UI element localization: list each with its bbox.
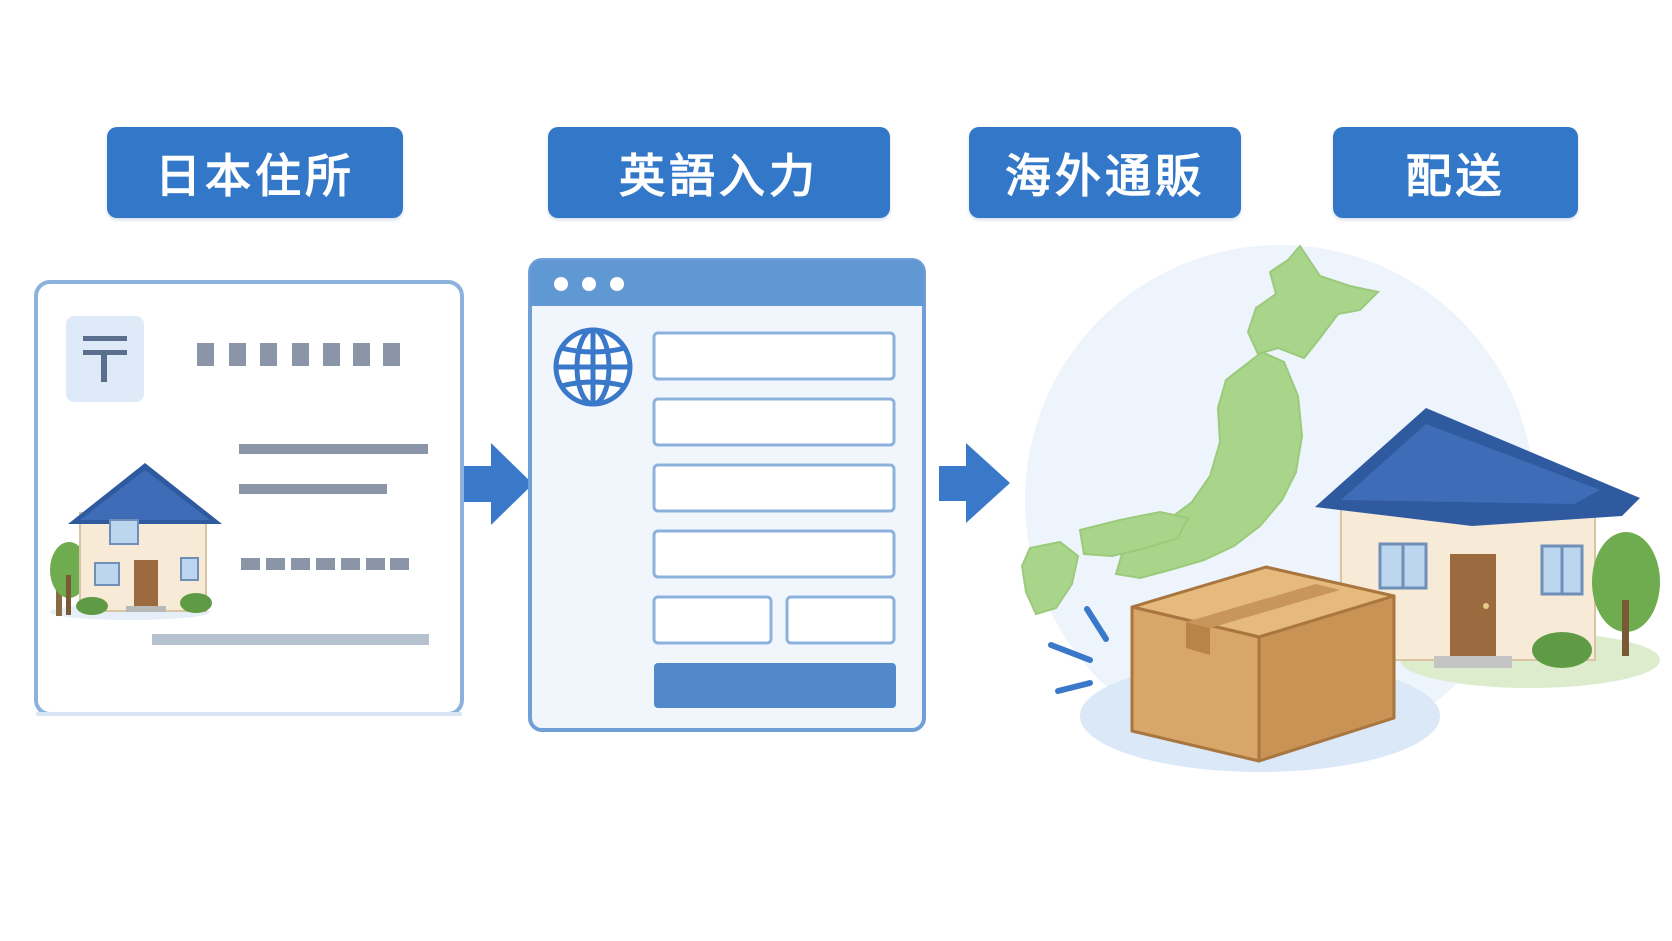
motion-lines [1048, 606, 1109, 694]
form-field [652, 331, 896, 381]
form-submit-bar [654, 663, 896, 708]
step-label-english-input: 英語入力 [548, 127, 890, 218]
delivery-scene [1020, 244, 1660, 772]
form-field [652, 397, 896, 447]
arrow-right-icon [939, 443, 1010, 523]
small-house-icon [50, 463, 222, 620]
form-field [652, 463, 896, 513]
address-dashes [241, 558, 409, 570]
step-label-overseas-shopping: 海外通販 [969, 127, 1241, 218]
arrow-right-icon [464, 443, 533, 525]
address-line [239, 484, 387, 494]
form-field [785, 595, 896, 645]
form-field [652, 595, 773, 645]
browser-window [528, 258, 926, 732]
address-line [239, 444, 428, 454]
step-label-japan-address: 日本住所 [107, 127, 403, 218]
postal-mark-icon [66, 316, 144, 402]
step-label-delivery: 配送 [1333, 127, 1578, 218]
postal-code-boxes [197, 343, 400, 366]
package-box-icon [1130, 565, 1396, 763]
form-field [652, 529, 896, 579]
japan-map-icon [1020, 244, 1381, 616]
globe-icon [553, 327, 633, 407]
address-card [34, 280, 464, 716]
address-line [152, 634, 429, 645]
